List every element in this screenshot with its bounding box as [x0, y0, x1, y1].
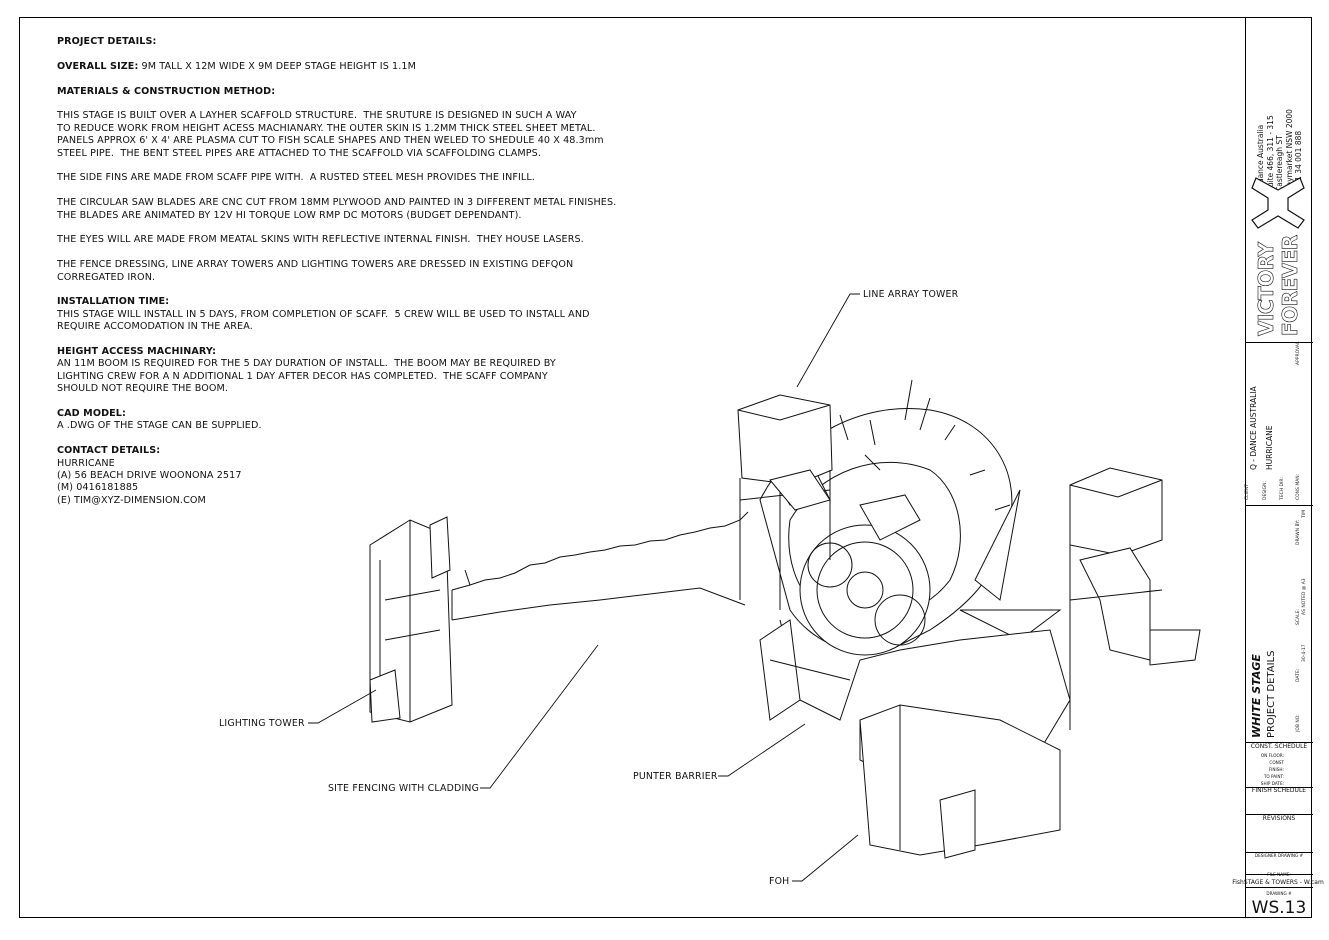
callout-line-array-tower: LINE ARRAY TOWER [863, 289, 959, 300]
designer-drawing: DESIGNER DRAWING # [1254, 853, 1304, 858]
overall-size: OVERALL SIZE: 9M TALL X 12M WIDE X 9M DE… [57, 61, 657, 73]
job-no-label: JOB NO: [1296, 714, 1301, 732]
callout-punter-barrier: PUNTER BARRIER [633, 771, 718, 782]
revisions: REVISIONS [1262, 815, 1296, 822]
eyes-line: THE EYES WILL ARE MADE FROM MEATAL SKINS… [57, 234, 584, 246]
approval-label: APPROVAL [1296, 341, 1301, 365]
stage-drawing [308, 293, 1201, 882]
callout-foh: FOH [769, 876, 790, 887]
client-value: Q - DANCE AUSTRALIA [1249, 386, 1258, 470]
fence-line: CORREGATED IRON. [57, 271, 156, 283]
contact-line: HURRICANE [57, 457, 115, 469]
materials-line: THIS STAGE IS BUILT OVER A LAYHER SCAFFO… [57, 110, 577, 122]
file-name-label: FILE NAME: [1267, 872, 1291, 877]
drawing-sheet-border [19, 17, 1312, 918]
design-value: HURRICANE [1265, 425, 1274, 470]
drawn-by-label: DRAWN BY: [1296, 520, 1301, 545]
materials-line: STEEL PIPE. THE BENT STEEL PIPES ARE ATT… [57, 147, 541, 159]
file-name-value: FishSTAGE & TOWERS - W.cam [1232, 879, 1324, 886]
overall-size-value: 9M TALL X 12M WIDE X 9M DEEP STAGE HEIGH… [138, 60, 416, 72]
title-block [1245, 17, 1313, 918]
materials-line: PANELS APPROX 6' X 4' ARE PLASMA CUT TO … [57, 135, 604, 147]
victory-forever-brand: VICTORY FOREVER [1252, 235, 1304, 336]
drawing-number: WS.13 [1251, 898, 1307, 918]
tech-dir-label: TECH DIR: [1280, 477, 1285, 500]
scale-value: AS NOTED @ A3 [1302, 578, 1307, 615]
q-dance-logo-icon [1251, 177, 1305, 229]
site-fencing-shape [451, 511, 749, 621]
height-line: SHOULD NOT REQUIRE THE BOOM. [57, 383, 229, 395]
fence-line: THE FENCE DRESSING, LINE ARRAY TOWERS AN… [57, 259, 574, 271]
height-access-heading: HEIGHT ACCESS MACHINARY: [57, 346, 217, 358]
finish-schedule: FINISH SCHEDULE [1251, 787, 1307, 794]
install-line: THIS STAGE WILL INSTALL IN 5 DAYS, FROM … [57, 308, 590, 320]
client-label: CLIENT [1245, 484, 1250, 500]
brand-top: VICTORY [1254, 242, 1279, 336]
project-details-heading: PROJECT DETAILS: [57, 36, 157, 47]
installation-heading: INSTALLATION TIME: [57, 296, 170, 308]
contact-line: (E) TIM@XYZ-DIMENSION.COM [57, 494, 206, 506]
materials-heading: MATERIALS & CONSTRUCTION METHOD: [57, 85, 276, 97]
stage-name: WHITE STAGE [1250, 654, 1263, 738]
cons-man-label: CONS MAN: [1296, 473, 1301, 500]
brand-bottom: FOREVER [1278, 235, 1303, 336]
date-value: 30-4-17 [1302, 644, 1307, 662]
cad-line: A .DWG OF THE STAGE CAN BE SUPPLIED. [57, 420, 262, 432]
install-line: REQUIRE ACCOMODATION IN THE AREA. [57, 321, 253, 333]
saw-line: THE CIRCULAR SAW BLADES ARE CNC CUT FROM… [57, 197, 617, 209]
project-notes: PROJECT DETAILS: OVERALL SIZE: 9M TALL X… [57, 36, 657, 507]
materials-line: TO REDUCE WORK FROM HEIGHT ACESS MACHIAN… [57, 122, 596, 134]
drawing-label: DRAWING # [1266, 891, 1292, 896]
contact-line: (A) 56 BEACH DRIVE WOONONA 2517 [57, 470, 242, 482]
contact-heading: CONTACT DETAILS: [57, 445, 161, 457]
drawn-by-value: TIM [1302, 510, 1307, 518]
callout-site-fencing: SITE FENCING WITH CLADDING [328, 783, 480, 794]
lighting-tower-shape [369, 516, 453, 723]
callout-leaders [308, 293, 860, 882]
height-line: LIGHTING CREW FOR A N ADDITIONAL 1 DAY A… [57, 370, 548, 382]
line-array-tower-left-shape [737, 394, 833, 610]
callout-lighting-tower: LIGHTING TOWER [219, 718, 305, 729]
const-schedule: CONST. SCHEDULE [1250, 743, 1308, 750]
sheet-title: PROJECT DETAILS [1266, 650, 1277, 738]
scale-label: SCALE: [1296, 609, 1301, 625]
contact-line: (M) 0416181885 [57, 482, 139, 494]
fins-line: THE SIDE FINS ARE MADE FROM SCAFF PIPE W… [57, 172, 535, 184]
line-array-tower-right-shape [1069, 467, 1201, 730]
design-label: DESIGN: [1263, 481, 1268, 500]
overall-size-label: OVERALL SIZE: [57, 60, 139, 72]
const-schedule-fields: ON FLOOR: CONST FINISH: TO PAINT: SHIP D… [1260, 753, 1284, 786]
saw-line: THE BLADES ARE ANIMATED BY 12V HI TORQUE… [57, 209, 522, 221]
fish-stage-shape [759, 379, 1071, 859]
cad-heading: CAD MODEL: [57, 408, 126, 420]
date-label: DATE: [1296, 668, 1301, 682]
height-line: AN 11M BOOM IS REQUIRED FOR THE 5 DAY DU… [57, 358, 556, 370]
